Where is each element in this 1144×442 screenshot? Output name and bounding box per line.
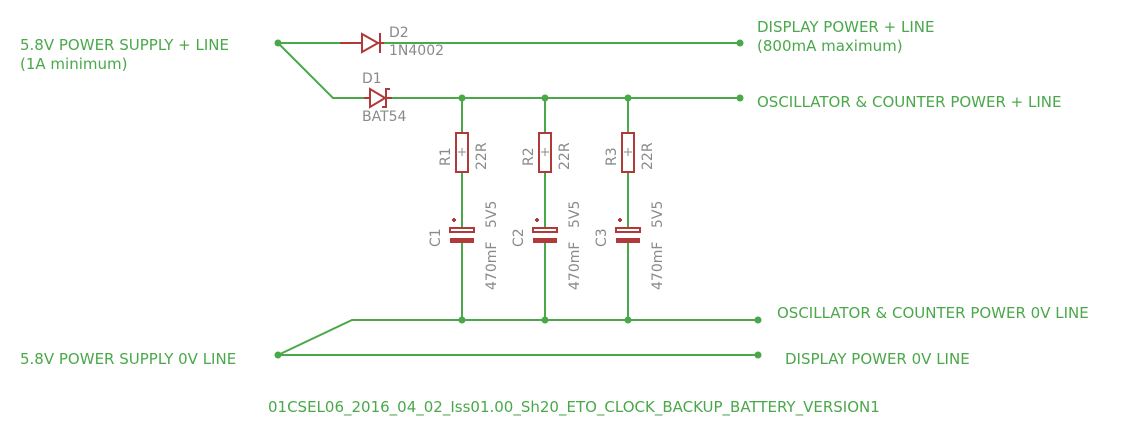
c2-rating-label: 5V5 (567, 201, 583, 228)
junction-supply-zero (274, 351, 282, 359)
junction-branch-2-bottom (541, 316, 549, 324)
r2-name-label: R2 (521, 147, 537, 166)
d2-value-label: 1N4002 (389, 43, 444, 59)
c1-name-label: C1 (428, 228, 444, 247)
d2-name-label: D2 (389, 25, 409, 41)
capacitor-c1 (449, 218, 475, 243)
sheet-title: 01CSEL06_2016_04_02_Iss01.00_Sh20_ETO_CL… (268, 398, 880, 417)
r3-name-label: R3 (604, 147, 620, 166)
r3-body (621, 132, 635, 173)
net-label-supply-zero: 5.8V POWER SUPPLY 0V LINE (20, 350, 236, 368)
net-label-display-plus-note: (800mA maximum) (757, 37, 903, 55)
diode-d1 (364, 87, 392, 109)
capacitor-c2 (532, 218, 558, 243)
r3-value-label: 22R (640, 142, 656, 170)
d1-value-label: BAT54 (362, 109, 407, 125)
endpoint-display-zero (754, 351, 762, 359)
junction-branch-3-top (624, 94, 632, 102)
c2-plate-minus (533, 238, 557, 243)
wires (277, 42, 758, 356)
junction-branch-1-top (458, 94, 466, 102)
c3-plate-plus (615, 227, 641, 233)
d2-body (361, 32, 381, 54)
net-label-supply-plus-note: (1A minimum) (20, 55, 127, 73)
endpoint-display-plus (736, 39, 744, 47)
net-label-supply-plus: 5.8V POWER SUPPLY + LINE (20, 36, 229, 54)
r1-value-label: 22R (474, 142, 490, 170)
r2-value-label: 22R (557, 142, 573, 170)
c1-value-label: 470mF (484, 242, 500, 290)
resistor-r1 (455, 132, 469, 173)
junction-branch-2-top (541, 94, 549, 102)
net-label-osc-zero: OSCILLATOR & COUNTER POWER 0V LINE (777, 304, 1089, 322)
c2-value-label: 470mF (567, 242, 583, 290)
capacitor-c3 (615, 218, 641, 243)
endpoint-osc-plus (736, 94, 744, 102)
wire-osc-zero-bus (277, 319, 758, 356)
c3-value-label: 470mF (650, 242, 666, 290)
c3-rating-label: 5V5 (650, 201, 666, 228)
net-label-osc-plus: OSCILLATOR & COUNTER POWER + LINE (757, 93, 1061, 111)
junctions (274, 39, 762, 359)
c2-plate-plus (532, 227, 558, 233)
endpoint-osc-zero (754, 316, 762, 324)
junction-supply-plus (274, 39, 282, 47)
d1-body (369, 87, 387, 109)
d1-name-label: D1 (362, 71, 382, 87)
r2-body (538, 132, 552, 173)
junction-branch-3-bottom (624, 316, 632, 324)
c1-plate-minus (450, 238, 474, 243)
resistor-r2 (538, 132, 552, 173)
net-label-display-plus: DISPLAY POWER + LINE (757, 18, 934, 36)
r1-name-label: R1 (438, 147, 454, 166)
c3-plate-minus (616, 238, 640, 243)
c1-plate-plus (449, 227, 475, 233)
c3-name-label: C3 (594, 228, 610, 247)
junction-branch-1-bottom (458, 316, 466, 324)
net-label-display-zero: DISPLAY POWER 0V LINE (785, 350, 970, 368)
wire-supply-to-d1 (277, 42, 366, 99)
resistor-r3 (621, 132, 635, 173)
r1-body (455, 132, 469, 173)
diode-d2 (340, 32, 384, 54)
c2-name-label: C2 (511, 228, 527, 247)
c1-rating-label: 5V5 (484, 201, 500, 228)
